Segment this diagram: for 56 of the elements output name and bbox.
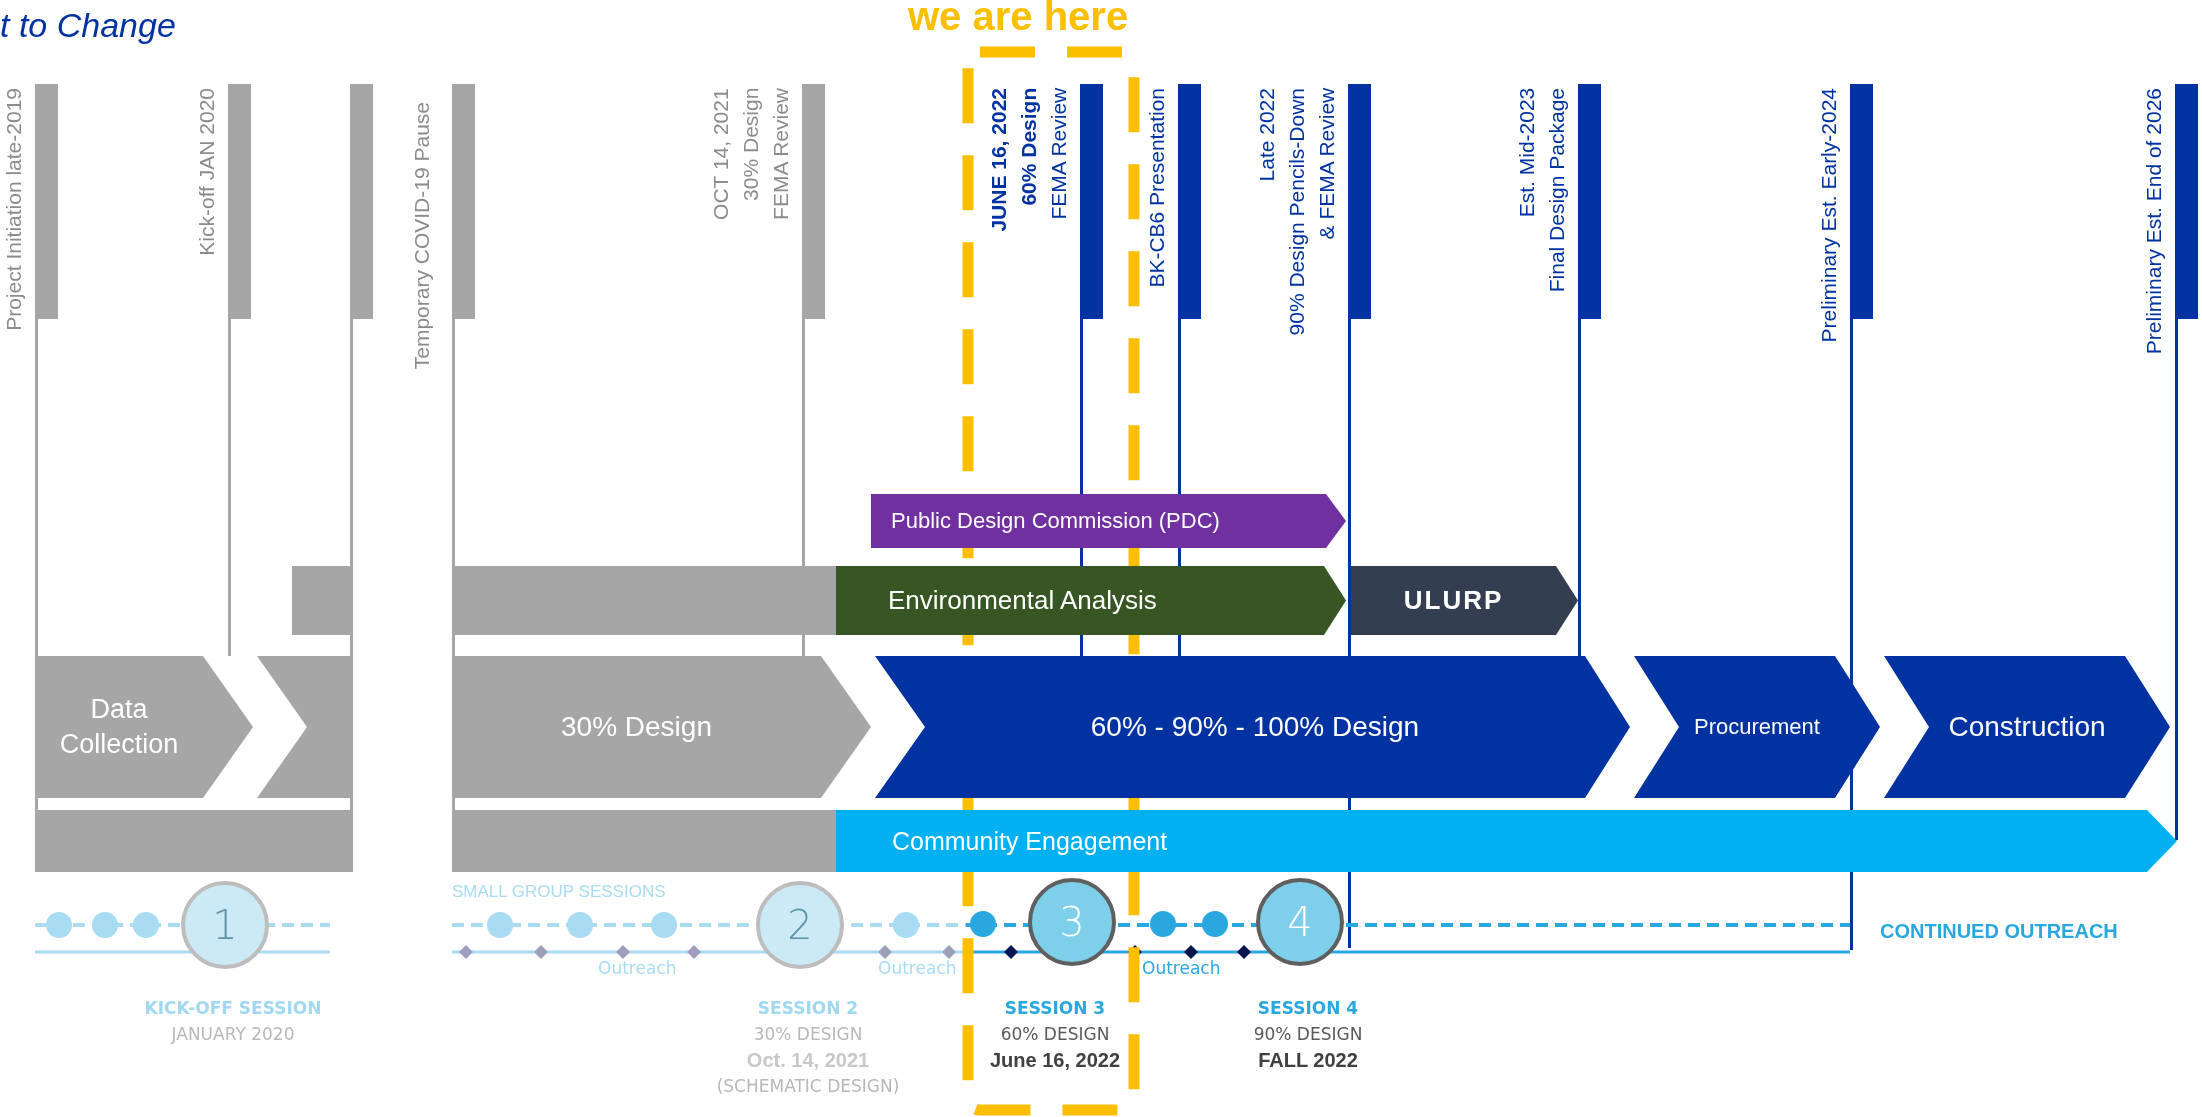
milestone-label: FEMA Review (1046, 88, 1071, 222)
outreach-label: Outreach (598, 958, 677, 978)
session-caption: (SCHEMATIC DESIGN) (715, 1075, 901, 1098)
phase-label: Data Collection (58, 692, 180, 761)
session-caption: KICK-OFF SESSION (143, 997, 323, 1020)
marker-label: we are here (908, 0, 1129, 39)
milestone-label: 90% Design Pencils-Down (1284, 88, 1309, 336)
phase-chevron (452, 656, 871, 798)
phase-chevron (35, 656, 253, 798)
subtitle: t to Change (0, 6, 176, 45)
phase-label: 60% - 90% - 100% Design (1090, 709, 1420, 744)
session-caption: 30% DESIGN (752, 1023, 864, 1046)
milestone-label: BK-CB6 Presentation (1144, 88, 1169, 288)
phase-bar (35, 810, 350, 872)
session-caption: SESSION 2 (756, 997, 860, 1020)
milestone-label: OCT 14, 2021 (708, 88, 733, 220)
milestone-label: 60% Design (1016, 88, 1041, 208)
outreach-label: CONTINUED OUTREACH (1880, 920, 2118, 943)
milestone-label: Est. Mid-2023 (1514, 88, 1539, 220)
milestone-bar (452, 84, 475, 319)
phase-bar (452, 566, 836, 635)
session-circle: 4 (1256, 878, 1344, 966)
phase-label: Construction (1948, 709, 2106, 744)
session-caption: 90% DESIGN (1252, 1023, 1364, 1046)
outreach-label: Outreach (878, 958, 957, 978)
milestone-label: FEMA Review (768, 88, 793, 220)
session-caption: JANUARY 2020 (169, 1023, 296, 1046)
phase-chevron (257, 656, 350, 798)
phase-label: ULURP (1403, 583, 1504, 617)
milestone-label: Preliminary Est. End of 2026 (2141, 88, 2166, 355)
session-caption: June 16, 2022 (988, 1048, 1122, 1073)
phase-label: Public Design Commission (PDC) (891, 506, 1220, 535)
milestone-label: Preliminary Est. Early-2024 (1816, 88, 1841, 343)
phase-bar (452, 810, 836, 872)
session-circle: 1 (181, 881, 269, 969)
milestone-label: Temporary COVID-19 Pause (409, 102, 434, 370)
phase-bar (292, 566, 350, 635)
phase-label: 30% Design (561, 709, 712, 744)
session-circle: 3 (1028, 878, 1116, 966)
session-caption: SESSION 4 (1256, 997, 1360, 1020)
group-label: SMALL GROUP SESSIONS (452, 882, 666, 902)
phase-label: Community Engagement (892, 825, 1168, 857)
milestone-label: Project Initiation late-2019 (1, 88, 26, 331)
milestone-label: Kick-off JAN 2020 (194, 88, 219, 256)
milestone-label: Final Design Package (1544, 88, 1569, 293)
outreach-label: Outreach (1142, 958, 1221, 978)
phase-label: Environmental Analysis (888, 583, 1157, 617)
milestone-label: 30% Design (738, 88, 763, 204)
milestone-label: Late 2022 (1254, 88, 1279, 184)
session-caption: SESSION 3 (1003, 997, 1107, 1020)
milestone-label: JUNE 16, 2022 (986, 88, 1011, 232)
session-caption: FALL 2022 (1257, 1048, 1359, 1073)
phase-label: Procurement (1694, 712, 1820, 741)
session-caption: 60% DESIGN (999, 1023, 1111, 1046)
session-circle: 2 (756, 881, 844, 969)
milestone-label: & FEMA Review (1314, 88, 1339, 242)
